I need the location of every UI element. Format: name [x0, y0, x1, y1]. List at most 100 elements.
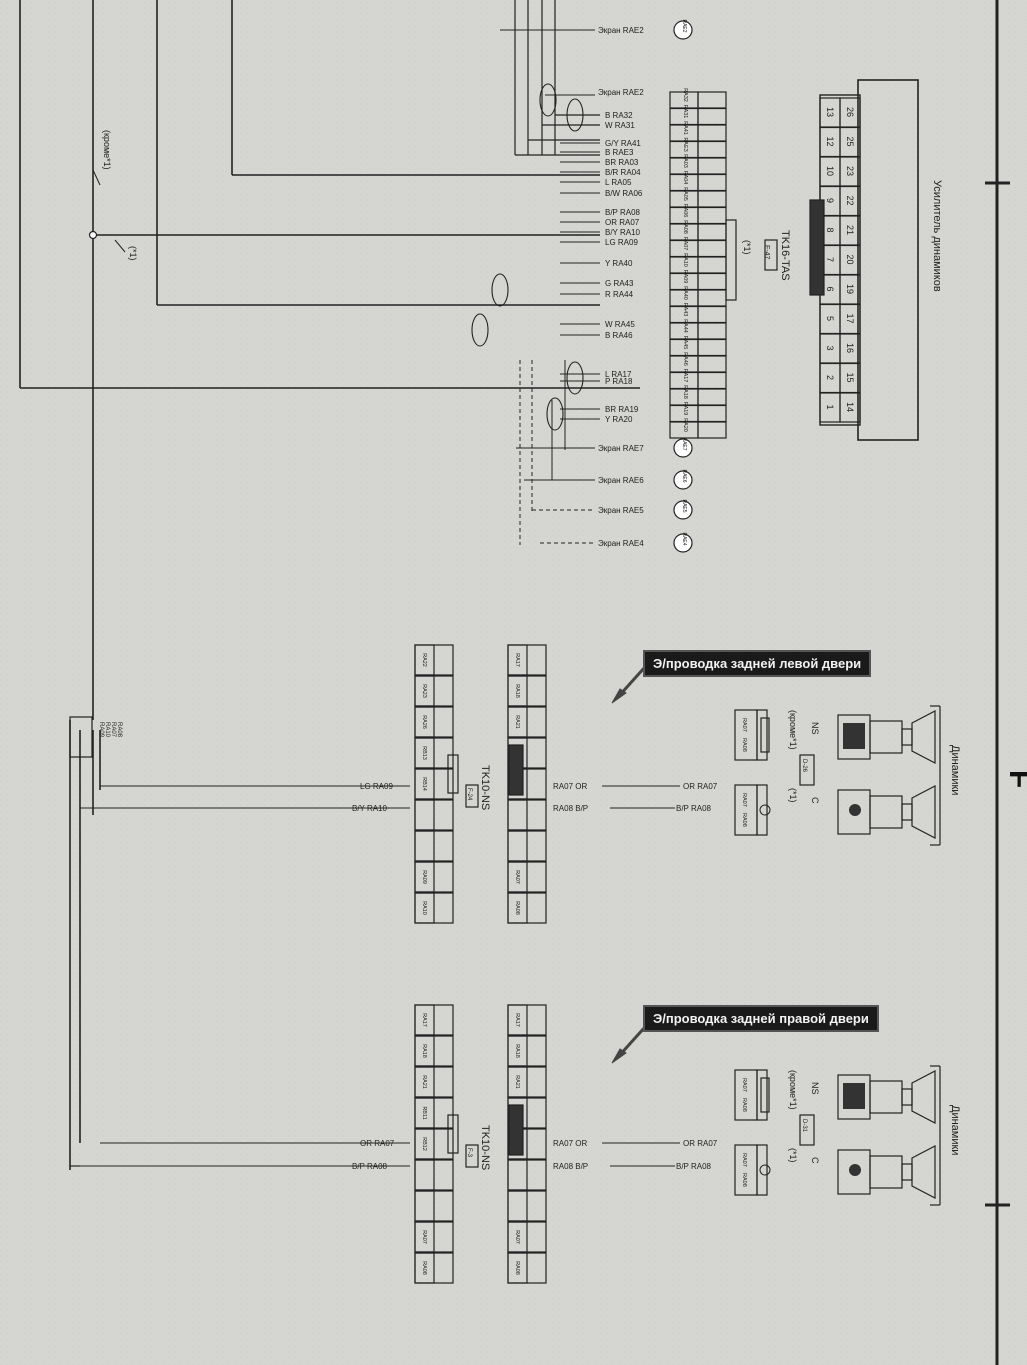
wire-label: B/Y RA10 [605, 228, 641, 237]
door-connector-subcell [414, 799, 435, 831]
amp-pin-number: 21 [845, 225, 855, 235]
amp-pin-number: 25 [845, 136, 855, 146]
amp-pin-label: RA18 [682, 385, 688, 399]
amp-pin-label: RA20 [682, 418, 688, 432]
door-wire-label: B/P RA08 [676, 1162, 712, 1171]
door-ref-box [465, 1144, 479, 1168]
door-pin-label: RA10 [421, 901, 427, 915]
door-wire-label: RA07 OR [553, 1139, 587, 1148]
door-connector-subcell [507, 675, 528, 707]
amp-pin-label: RA44 [682, 319, 688, 333]
amplifier-title: Усилитель динамиков [931, 180, 943, 292]
door-pin-label: RA17 [514, 1013, 520, 1027]
wire-label: Y RA40 [605, 259, 633, 268]
speaker-horn [911, 1070, 936, 1124]
speaker-pin-label: RA07 [741, 793, 747, 807]
speaker-c-face [849, 1164, 861, 1176]
amp-pin-number: 1 [825, 404, 835, 409]
amp-pin-number: 3 [825, 345, 835, 350]
door-connector-subcell [507, 706, 528, 738]
wire-label: B/W RA06 [605, 189, 643, 198]
door-pin-label: RA26 [421, 715, 427, 729]
door-pin-label: RB11 [421, 1106, 427, 1119]
shield-label: Экран RAE6 [598, 476, 644, 485]
door-connector-subcell [414, 1097, 435, 1129]
door-pin-label: RB14 [421, 777, 427, 791]
door-connector-subcell [414, 706, 435, 738]
amp-pin-label: RA17 [682, 369, 688, 383]
amp-pin-label: RAE3 [682, 137, 688, 151]
amp-pin-number: 13 [825, 107, 835, 117]
amp-pin-label: RA05 [682, 187, 688, 201]
speaker-ns-connector-side [756, 709, 768, 761]
callout-left-door: Э/проводка задней левой двери [643, 650, 872, 677]
speaker-ref-box [799, 754, 815, 786]
bus-tag: RA07 [110, 722, 116, 738]
door-connector-key [508, 744, 524, 796]
door-connector-subcell [507, 1190, 528, 1222]
shield-node: RAE5 [681, 499, 687, 512]
shield-ground-symbol [673, 20, 693, 40]
junction-node [88, 230, 98, 240]
door-ref-box [465, 784, 479, 808]
twisted-pair-symbol [546, 397, 564, 431]
amp-pin-label: RA07 [682, 237, 688, 251]
amp-note: (*1) [742, 240, 752, 255]
amp-pin-number: 23 [845, 166, 855, 176]
door-wire-label: LG RA09 [360, 782, 393, 791]
wire-label: B RAE3 [605, 148, 634, 157]
wire-label: W RA31 [605, 121, 635, 130]
twisted-pair-symbol [471, 313, 489, 347]
wire-label: P RA18 [605, 377, 633, 386]
door-pin-label: RA08 [421, 1261, 427, 1275]
bus-tag: RA10 [104, 722, 110, 738]
amp-pin-number: 6 [825, 286, 835, 291]
amp-pin-number: 19 [845, 284, 855, 294]
door-connector-subcell [414, 1252, 435, 1284]
amp-pin-number: 5 [825, 316, 835, 321]
amp-pin-number: 17 [845, 313, 855, 323]
amp-pin-cell [697, 421, 727, 439]
wire-label: OR RA07 [605, 218, 640, 227]
door-pin-label: RA18 [514, 684, 520, 698]
shield-ground-symbol [673, 470, 693, 490]
speaker-ns-note: (кроме*1) [788, 1070, 798, 1110]
amp-pin-number: 22 [845, 195, 855, 205]
amp-pin-number: 16 [845, 343, 855, 353]
speaker-ref-box [799, 1114, 815, 1146]
door-pin-label: RA17 [514, 653, 520, 667]
door-connector-subcell [507, 644, 528, 676]
speaker-horn [911, 1145, 936, 1199]
speaker-c-label: C [810, 797, 820, 804]
wire-label: L RA05 [605, 178, 632, 187]
wire-label: B/R RA04 [605, 168, 641, 177]
shield-label: Экран RAE4 [598, 539, 644, 548]
amp-ref-box [764, 239, 778, 271]
door-pin-label: RB12 [421, 1137, 427, 1151]
door-connector-subcell [414, 644, 435, 676]
bus-arrow [114, 239, 126, 253]
wire-label: R RA44 [605, 290, 634, 299]
door-pin-label: RA08 [514, 901, 520, 915]
speaker-ns-note: (кроме*1) [788, 710, 798, 750]
amp-pin-label: RA32 [682, 88, 688, 102]
bus-label-except: (кроме*1) [102, 130, 112, 170]
door-connector-subcell [414, 830, 435, 862]
door-wire-label: B/P RA08 [352, 1162, 388, 1171]
speaker-ns-face [843, 1083, 865, 1109]
door-connector-subcell [507, 830, 528, 862]
amp-pin-number: 14 [845, 402, 855, 412]
door-pin-label: RA07 [514, 1230, 520, 1244]
speaker-pin-label: RA08 [741, 1098, 747, 1112]
speaker-pin-label: RA08 [741, 738, 747, 752]
speaker-horn [911, 710, 936, 764]
speaker-ns-label: NS [810, 722, 820, 735]
amp-key [725, 219, 737, 301]
speakers-title: Динамики [949, 745, 961, 795]
speaker-pin-label: RA08 [741, 1173, 747, 1187]
door-pin-label: RA21 [514, 715, 520, 729]
amp-pin-label: RA04 [682, 171, 688, 185]
shield-label: Экран RAE2 [598, 26, 644, 35]
door-connector-key [508, 1104, 524, 1156]
